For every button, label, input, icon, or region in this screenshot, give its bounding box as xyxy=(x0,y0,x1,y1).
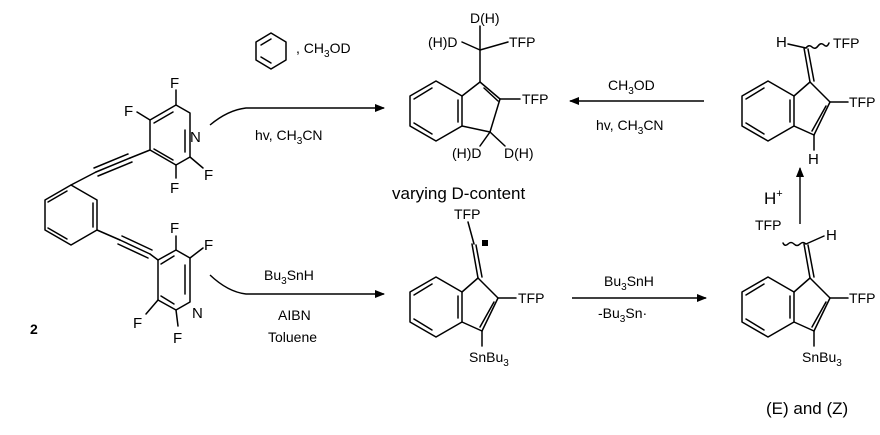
caption-d-content: varying D-content xyxy=(392,184,526,203)
atom-f-5: F xyxy=(170,220,179,237)
arrow-lower-1 xyxy=(209,274,385,298)
atom-f-1: F xyxy=(124,103,133,120)
snbu3-product: SnBu3 xyxy=(802,349,842,369)
atom-n-lower: N xyxy=(192,305,203,322)
condition-hv-1: hv, CH3CN xyxy=(255,127,323,147)
compound-label: 2 xyxy=(30,321,38,337)
arrow-upper-1 xyxy=(209,104,385,126)
tfp-ch2d: TFP xyxy=(509,34,535,50)
snbu3-radical: SnBu3 xyxy=(469,349,509,369)
reagent-bu3sn-loss: -Bu3Sn· xyxy=(598,305,647,325)
stannyl-benzofulvene: TFP H TFP SnBu3 xyxy=(741,217,875,369)
atom-h-exo-bottom: H xyxy=(826,227,837,244)
d-label-left: (H)D xyxy=(428,34,458,50)
tfp-ring-bottom: TFP xyxy=(849,290,875,306)
reagent-ch3od-2: CH3OD xyxy=(608,77,655,97)
tfp-ring-top: TFP xyxy=(849,94,875,110)
reagent-toluene: Toluene xyxy=(268,329,317,345)
benzofulvene-top: H TFP TFP H xyxy=(741,34,875,168)
tfp-exo-bottom: TFP xyxy=(755,217,781,233)
atom-n-upper: N xyxy=(190,129,201,146)
reagent-aibn: AIBN xyxy=(278,307,311,323)
atom-f-8: F xyxy=(173,330,182,347)
d-label-bottom-right: D(H) xyxy=(504,145,534,161)
deuterated-indene-product: D(H) (H)D TFP TFP (H)D D(H) xyxy=(409,10,548,161)
caption-isomers: (E) and (Z) xyxy=(766,399,848,418)
reagent-h-plus: H+ xyxy=(764,188,783,208)
d-label-bottom-left: (H)D xyxy=(452,145,482,161)
reagent-ch3od-1: , CH3OD xyxy=(296,40,351,60)
condition-hv-2: hv, CH3CN xyxy=(596,117,664,137)
tfp-radical-ring: TFP xyxy=(518,290,544,306)
radical-dot xyxy=(482,240,488,246)
cyclohexadiene-reagent xyxy=(255,32,287,70)
atom-h-exo: H xyxy=(776,34,787,51)
atom-f-4: F xyxy=(170,180,179,197)
vinyl-radical-intermediate: TFP TFP SnBu3 xyxy=(409,206,544,369)
atom-f-3: F xyxy=(204,167,213,184)
atom-h-ring: H xyxy=(808,151,819,168)
atom-f-6: F xyxy=(204,237,213,254)
atom-f-7: F xyxy=(133,315,142,332)
tfp-exo-top: TFP xyxy=(833,35,859,51)
tfp-radical-exo: TFP xyxy=(454,206,480,222)
tfp-vinyl: TFP xyxy=(522,91,548,107)
atom-f-2: F xyxy=(170,75,179,92)
reagent-bu3snh-1: Bu3SnH xyxy=(264,267,314,287)
d-label-top: D(H) xyxy=(470,10,500,26)
starting-material-2: N F F F F N F F F F 2 xyxy=(30,75,213,347)
reagent-bu3snh-2: Bu3SnH xyxy=(604,273,654,293)
